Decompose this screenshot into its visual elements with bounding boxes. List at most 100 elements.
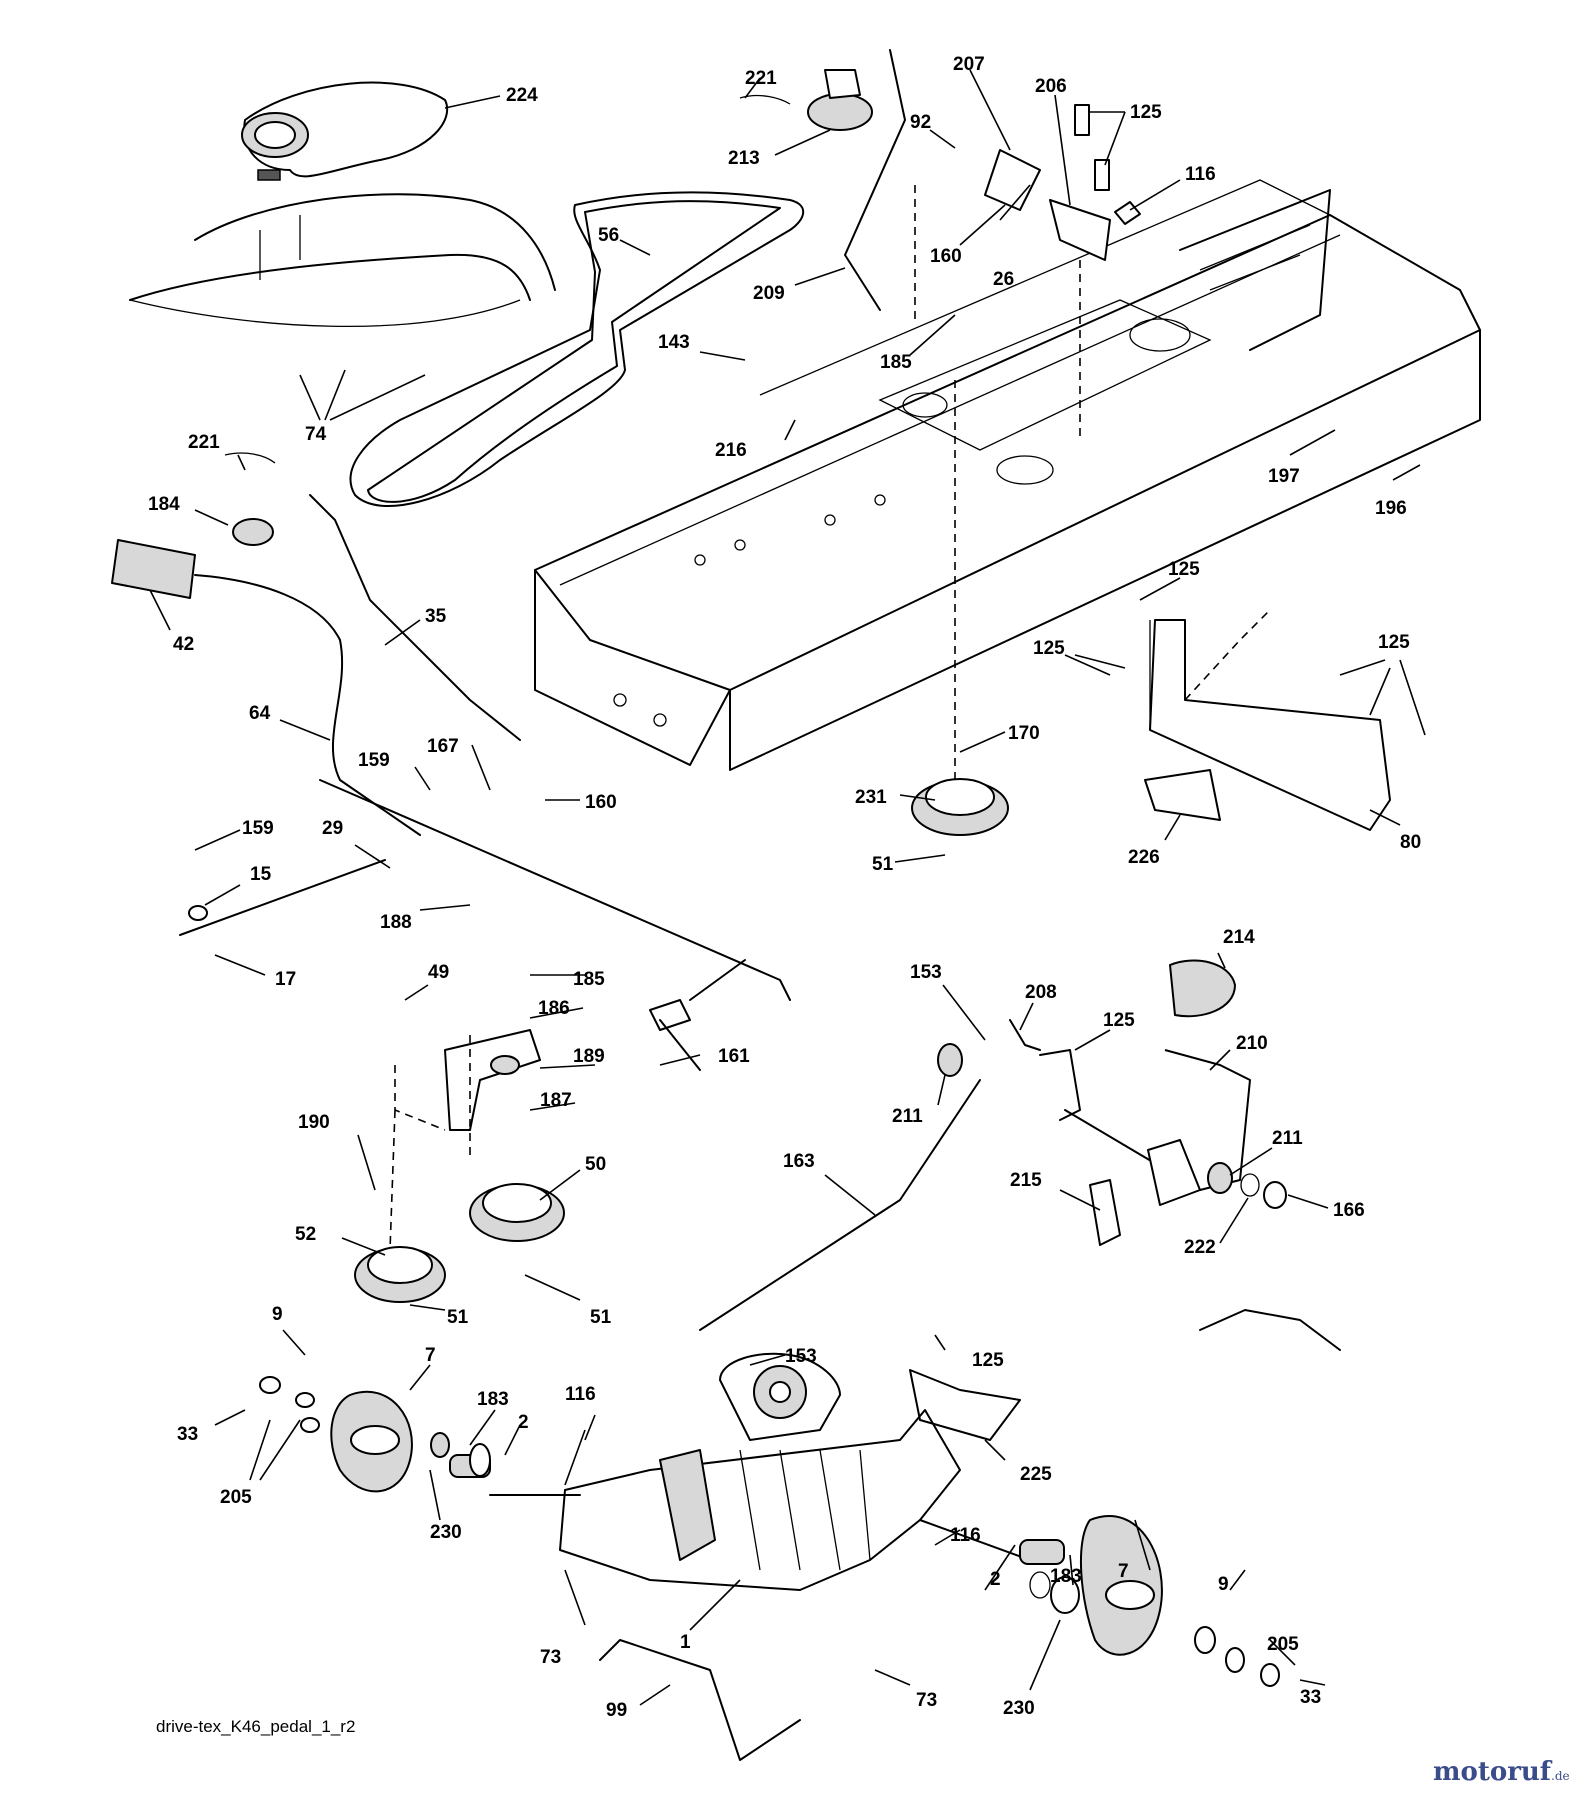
- part-label: 160: [585, 792, 617, 813]
- part-label: 226: [1128, 847, 1160, 868]
- part-label: 166: [1333, 1200, 1365, 1221]
- part-label: 210: [1236, 1033, 1268, 1054]
- part-label: 125: [1103, 1010, 1135, 1031]
- part-label: 222: [1184, 1237, 1216, 1258]
- part-label: 221: [745, 68, 777, 89]
- part-label: 116: [950, 1525, 981, 1546]
- part-label: 9: [1218, 1574, 1229, 1595]
- part-label: 183: [477, 1389, 509, 1410]
- leader-lines: [149, 69, 1426, 1706]
- part-label: 73: [916, 1690, 937, 1711]
- part-label: 230: [430, 1522, 462, 1543]
- part-label: 188: [380, 912, 412, 933]
- part-label: 214: [1223, 927, 1255, 948]
- part-label: 163: [783, 1151, 815, 1172]
- part-label: 209: [753, 283, 785, 304]
- part-label: 7: [1118, 1561, 1129, 1582]
- part-label: 190: [298, 1112, 330, 1133]
- part-label: 50: [585, 1154, 606, 1175]
- part-label: 51: [872, 854, 894, 875]
- part-label: 170: [1008, 723, 1040, 744]
- part-label: 35: [425, 606, 447, 627]
- part-label: 215: [1010, 1170, 1042, 1191]
- pulley-assemblies-shape: [354, 778, 1009, 1303]
- pedal-assembly-shape: [699, 959, 1287, 1331]
- part-label: 211: [892, 1106, 923, 1127]
- part-label: 183: [1050, 1566, 1082, 1587]
- transaxle-shape: [449, 1352, 1065, 1591]
- part-label: 213: [728, 148, 760, 169]
- bracket-shape: [1144, 609, 1391, 831]
- part-label: 205: [220, 1487, 252, 1508]
- part-label: 64: [249, 703, 271, 724]
- knob-shapes: [224, 69, 873, 546]
- part-label: 125: [1033, 638, 1065, 659]
- part-label: 92: [910, 112, 931, 133]
- part-label: 184: [148, 494, 180, 515]
- part-label: 159: [242, 818, 274, 839]
- part-label: 9: [272, 1304, 283, 1325]
- part-label: 186: [538, 998, 570, 1019]
- part-label: 7: [425, 1345, 436, 1366]
- part-label: 33: [177, 1424, 198, 1445]
- part-label: 159: [358, 750, 390, 771]
- part-label: 211: [1272, 1128, 1303, 1149]
- part-label: 26: [993, 269, 1014, 290]
- part-label: 189: [573, 1046, 605, 1067]
- watermark-brand: motoruf: [1433, 1757, 1551, 1787]
- diagram-caption: drive-tex_K46_pedal_1_r2: [156, 1717, 356, 1736]
- watermark-logo: motoruf.de: [1433, 1757, 1570, 1787]
- part-label: 125: [1378, 632, 1410, 653]
- part-label: 185: [880, 352, 912, 373]
- part-label: 207: [953, 54, 985, 75]
- part-label: 230: [1003, 1698, 1035, 1719]
- part-label: 125: [1130, 102, 1162, 123]
- part-label: 2: [518, 1412, 529, 1433]
- part-label: 185: [573, 969, 605, 990]
- part-label: 160: [930, 246, 962, 267]
- part-label: 153: [910, 962, 942, 983]
- part-label: 153: [785, 1346, 817, 1367]
- part-label: 143: [658, 332, 690, 353]
- part-label: 116: [565, 1384, 596, 1405]
- part-label: 1: [680, 1632, 691, 1653]
- part-labels: 224 221 213 207 206 125 92 116 160 26 56…: [148, 54, 1421, 1721]
- part-label: 224: [506, 85, 538, 106]
- part-label: 51: [447, 1307, 469, 1328]
- part-label: 167: [427, 736, 459, 757]
- part-label: 42: [173, 634, 194, 655]
- part-label: 80: [1400, 832, 1421, 853]
- lift-lever-shape: [844, 49, 1141, 780]
- grip-and-lever-shape: [111, 494, 791, 1001]
- part-label: 2: [990, 1569, 1001, 1590]
- part-label: 197: [1268, 466, 1300, 487]
- part-label: 73: [540, 1647, 561, 1668]
- part-label: 56: [598, 225, 619, 246]
- part-label: 187: [540, 1090, 572, 1111]
- part-label: 125: [1168, 559, 1200, 580]
- part-label: 231: [855, 787, 887, 808]
- drawing-artwork: [111, 49, 1481, 1761]
- part-label: 74: [305, 424, 327, 445]
- hardware-shapes: [188, 905, 1341, 1761]
- frame-shape: [534, 179, 1481, 771]
- watermark-suffix: .de: [1551, 1769, 1570, 1783]
- part-label: 17: [275, 969, 296, 990]
- part-label: 15: [250, 864, 272, 885]
- part-label: 225: [1020, 1464, 1052, 1485]
- part-label: 29: [322, 818, 343, 839]
- part-label: 49: [428, 962, 449, 983]
- part-label: 52: [295, 1224, 316, 1245]
- part-label: 33: [1300, 1687, 1321, 1708]
- part-label: 205: [1267, 1634, 1299, 1655]
- part-label: 51: [590, 1307, 612, 1328]
- part-label: 216: [715, 440, 747, 461]
- part-label: 221: [188, 432, 220, 453]
- part-label: 116: [1185, 164, 1216, 185]
- part-label: 208: [1025, 982, 1057, 1003]
- dash-console-shape: [241, 81, 449, 181]
- part-label: 99: [606, 1700, 627, 1721]
- hub-shapes: [330, 1390, 1163, 1656]
- part-label: 161: [718, 1046, 750, 1067]
